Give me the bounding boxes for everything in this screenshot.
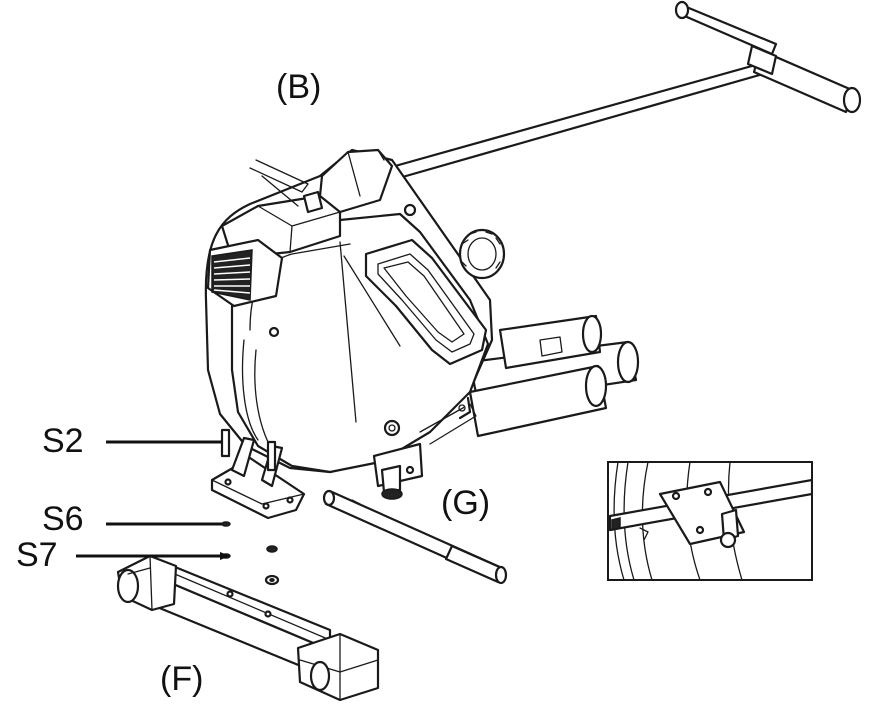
flywheel-housing	[204, 148, 506, 474]
resistance-knob	[458, 228, 506, 280]
detail-inset	[607, 461, 813, 581]
axle-rod-g	[322, 489, 508, 585]
label-s2: S2	[42, 422, 84, 460]
rowing-handle	[386, 0, 862, 182]
label-g: (G)	[441, 484, 491, 522]
label-f: (F)	[160, 660, 204, 698]
washers-s6-s7	[221, 521, 280, 586]
label-b: (B)	[276, 68, 322, 106]
mounting-bracket	[210, 436, 306, 520]
front-stabilizer-f	[116, 554, 380, 702]
leader-lines	[76, 440, 230, 560]
label-s6: S6	[42, 500, 84, 538]
monorail-rails	[468, 314, 640, 438]
rear-bracket	[372, 442, 424, 500]
label-s7: S7	[16, 536, 58, 574]
